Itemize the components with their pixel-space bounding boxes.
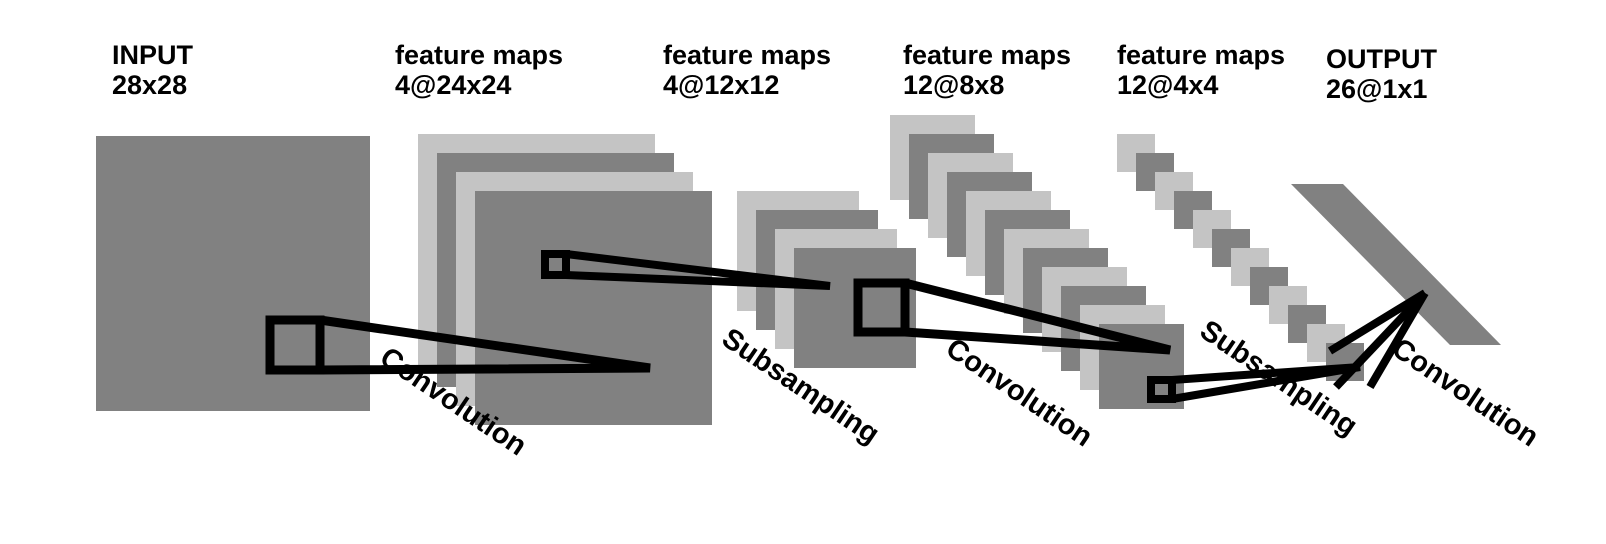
layer-title: INPUT xyxy=(112,40,193,70)
output-connector-1 xyxy=(1327,289,1428,355)
layer-dims: 4@12x12 xyxy=(663,70,780,100)
layer-title: feature maps xyxy=(395,40,564,70)
layer-title: feature maps xyxy=(1117,40,1286,70)
output-connector-3 xyxy=(1366,290,1429,390)
layer-dims: 28x28 xyxy=(112,70,188,100)
receptive-field-cone-1 xyxy=(319,315,651,375)
receptive-field-connectors xyxy=(265,250,1429,403)
layer-title: feature maps xyxy=(663,40,832,70)
receptive-field-cone-3 xyxy=(903,278,1172,355)
c1-feature-map-4 xyxy=(475,191,712,425)
layer-header-s4: feature maps 12@4x4 xyxy=(1117,40,1285,100)
layer-header-s2: feature maps 4@12x12 xyxy=(663,40,831,100)
receptive-field-cone-2 xyxy=(565,250,831,290)
layer-header-c3: feature maps 12@8x8 xyxy=(903,40,1071,100)
layer-header-c1: feature maps 4@24x24 xyxy=(395,40,563,100)
output-layer xyxy=(1291,184,1501,345)
layer-dims: 4@24x24 xyxy=(395,70,512,100)
output-connector-2 xyxy=(1333,290,1428,390)
layer-title: OUTPUT xyxy=(1326,44,1437,74)
layer-header-output: OUTPUT 26@1x1 xyxy=(1326,44,1437,104)
layer-dims: 12@8x8 xyxy=(903,70,1005,100)
layer-dims: 12@4x4 xyxy=(1117,70,1219,100)
layer-header-input: INPUT 28x28 xyxy=(112,40,193,100)
layer-title: feature maps xyxy=(903,40,1072,70)
layer-dims: 26@1x1 xyxy=(1326,74,1428,104)
operation-label-convolution-3: Convolution xyxy=(1386,332,1544,453)
